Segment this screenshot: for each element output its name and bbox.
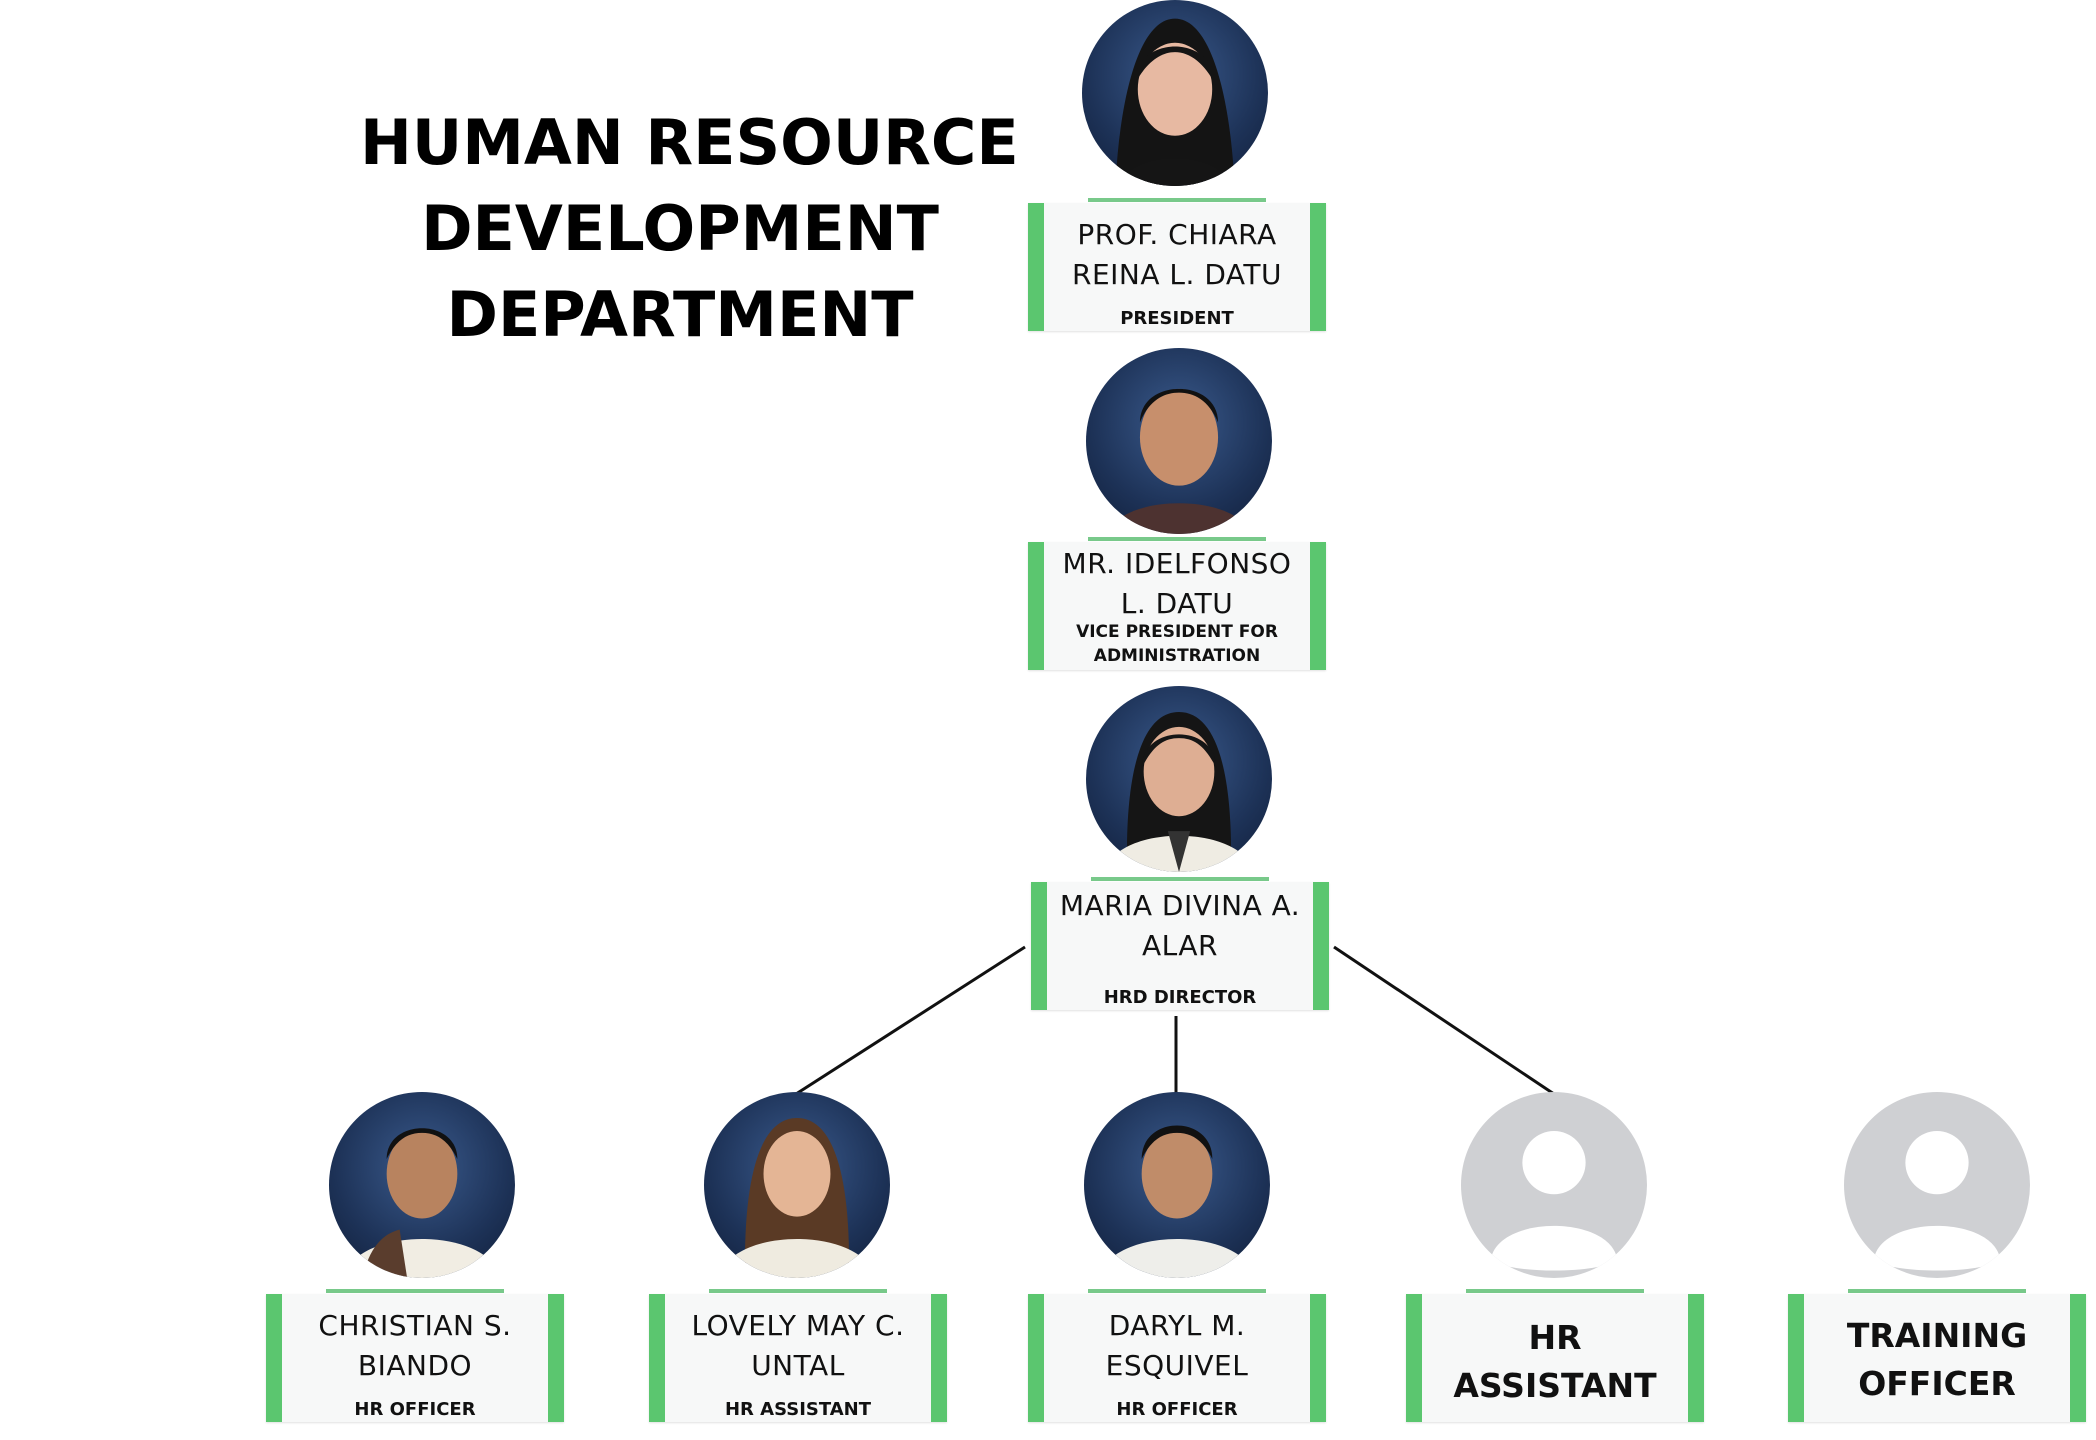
director-role: HRD DIRECTOR bbox=[1103, 987, 1257, 1008]
user-placeholder-icon bbox=[1490, 1131, 1618, 1271]
staff-photo-biando bbox=[329, 1092, 515, 1278]
staff-name-biando: CHRISTIAN S. BIANDO bbox=[318, 1309, 512, 1382]
vice-president-photo bbox=[1086, 348, 1272, 534]
connector-director-to-untal bbox=[795, 945, 1026, 1096]
director-name: MARIA DIVINA A. ALAR bbox=[1059, 889, 1301, 962]
connector-director-to-hr-assistant bbox=[1333, 945, 1555, 1096]
vacancy-photo-training-officer bbox=[1844, 1092, 2030, 1278]
page-title: HUMAN RESOURCE DEVELOPMENT DEPARTMENT bbox=[360, 100, 1019, 358]
staff-role-untal: HR ASSISTANT bbox=[724, 1399, 872, 1420]
staff-photo-untal bbox=[704, 1092, 890, 1278]
portrait-man-icon bbox=[1098, 1125, 1256, 1278]
portrait-woman-icon bbox=[1115, 18, 1235, 186]
portrait-man-icon bbox=[343, 1128, 501, 1278]
president-name: PROF. CHIARA REINA L. DATU bbox=[1072, 218, 1282, 291]
vacancy-card-training-officer: TRAINING OFFICER bbox=[1788, 1289, 2086, 1422]
vice-president-role-line-2: ADMINISTRATION bbox=[1093, 646, 1261, 666]
president-role: PRESIDENT bbox=[1120, 308, 1234, 329]
staff-name-esquivel: DARYL M. ESQUIVEL bbox=[1105, 1309, 1249, 1382]
user-placeholder-icon bbox=[1873, 1131, 2001, 1271]
vacancy-card-hr-assistant: HR ASSISTANT bbox=[1406, 1289, 1704, 1422]
staff-role-biando: HR OFFICER bbox=[354, 1399, 476, 1420]
president-card: PROF. CHIARA REINA L. DATU PRESIDENT bbox=[1028, 198, 1326, 331]
vacancy-label-training-officer: TRAINING OFFICER bbox=[1846, 1316, 2028, 1403]
staff-card-esquivel: DARYL M. ESQUIVEL HR OFFICER bbox=[1028, 1289, 1326, 1422]
staff-card-untal: LOVELY MAY C. UNTAL HR ASSISTANT bbox=[649, 1289, 947, 1422]
title-line-2: DEVELOPMENT bbox=[421, 192, 939, 265]
staff-name-untal: LOVELY MAY C. UNTAL bbox=[691, 1309, 905, 1382]
vacancy-label-hr-assistant: HR ASSISTANT bbox=[1453, 1318, 1657, 1405]
staff-role-esquivel: HR OFFICER bbox=[1116, 1399, 1238, 1420]
staff-card-biando: CHRISTIAN S. BIANDO HR OFFICER bbox=[266, 1289, 564, 1422]
director-photo bbox=[1086, 686, 1272, 872]
staff-photo-esquivel bbox=[1084, 1092, 1270, 1278]
vice-president-role-line-1: VICE PRESIDENT FOR bbox=[1076, 622, 1278, 642]
president-photo bbox=[1082, 0, 1268, 186]
vacancy-photo-hr-assistant bbox=[1461, 1092, 1647, 1278]
title-line-3: DEPARTMENT bbox=[446, 278, 914, 351]
vice-president-role: VICE PRESIDENT FOR ADMINISTRATION bbox=[1050, 620, 1304, 668]
director-card: MARIA DIVINA A. ALAR HRD DIRECTOR bbox=[1031, 877, 1329, 1010]
vice-president-card: MR. IDELFONSO L. DATU VICE PRESIDENT FOR… bbox=[1028, 537, 1326, 670]
vice-president-name: MR. IDELFONSO L. DATU bbox=[1062, 547, 1292, 620]
portrait-woman-icon bbox=[1104, 712, 1254, 872]
title-line-1: HUMAN RESOURCE bbox=[360, 106, 1019, 179]
portrait-man-icon bbox=[1108, 388, 1250, 534]
portrait-woman-icon bbox=[718, 1118, 876, 1278]
